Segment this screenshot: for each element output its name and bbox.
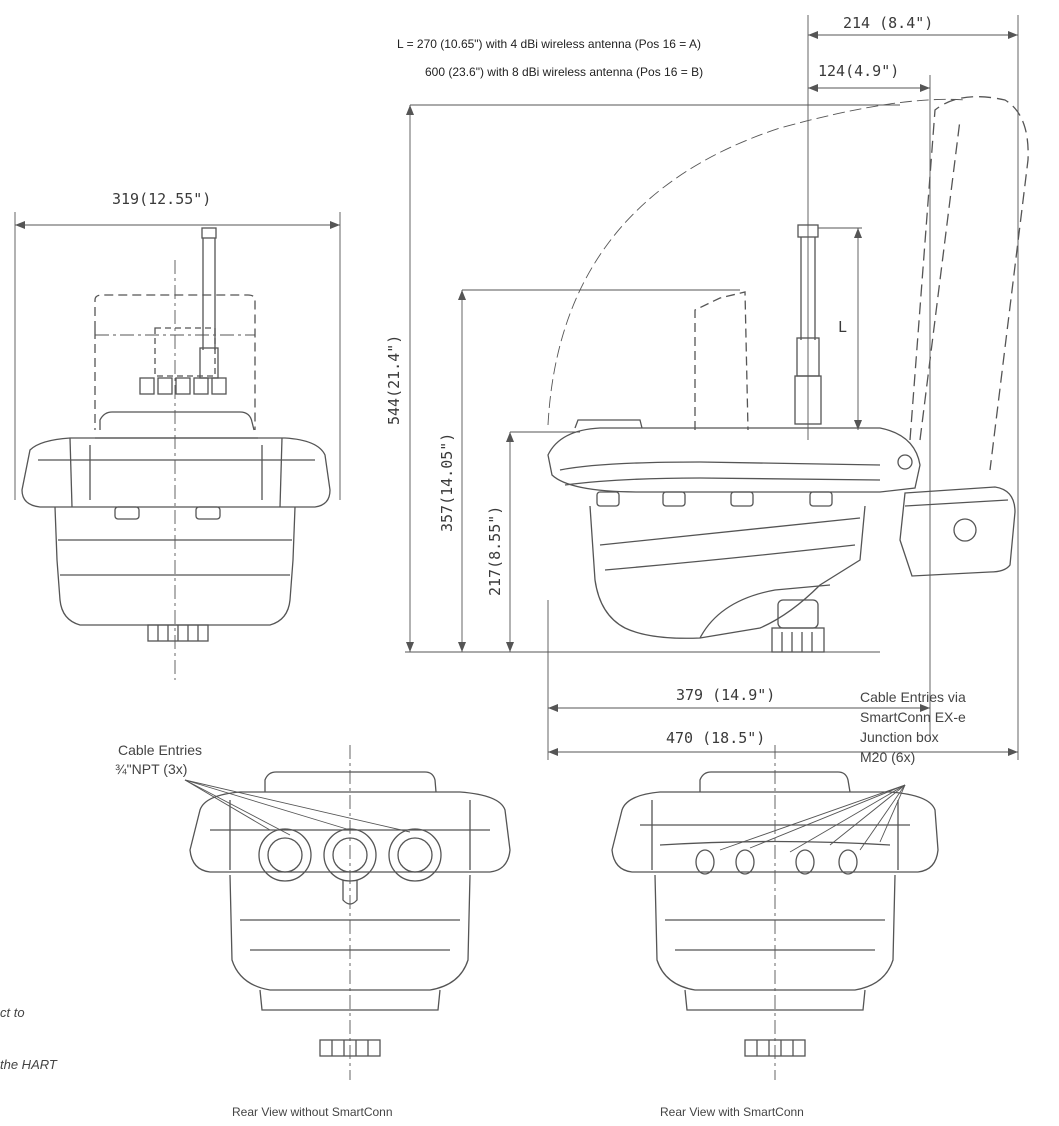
rear-view-without-smartconn [184,745,511,1080]
cutoff-text-line2: the HART [0,1057,57,1072]
caption-rear-without: Rear View without SmartConn [232,1105,393,1119]
dim-height-544: 544(21.4") [385,334,403,425]
dim-length-l: L [838,318,848,336]
callout-smartconn-line2: SmartConn EX-e [860,709,966,725]
cutoff-text-line1: ct to [0,1005,25,1020]
dim-height-217: 217(8.55") [486,505,504,596]
side-view [405,15,1029,760]
antenna-note-line1: L = 270 (10.65") with 4 dBi wireless ant… [397,37,701,51]
antenna-note-line2: 600 (23.6") with 8 dBi wireless antenna … [425,65,704,79]
caption-rear-with: Rear View with SmartConn [660,1105,804,1119]
dim-bottom-470: 470 (18.5") [666,729,766,747]
dim-width-front: 319(12.55") [112,190,212,208]
rear-view-with-smartconn [611,745,939,1080]
callout-npt-line2: ¾"NPT (3x) [115,761,188,777]
front-view [14,212,341,680]
dim-top-214: 214 (8.4") [843,14,934,32]
dim-height-357: 357(14.05") [438,432,456,532]
callout-smartconn-line1: Cable Entries via [860,689,966,705]
callout-smartconn-line3: Junction box [860,729,939,745]
callout-smartconn-line4: M20 (6x) [860,749,916,765]
dim-top-124: 124(4.9") [818,62,900,80]
dim-bottom-379: 379 (14.9") [676,686,776,704]
callout-npt-line1: Cable Entries [118,742,203,758]
